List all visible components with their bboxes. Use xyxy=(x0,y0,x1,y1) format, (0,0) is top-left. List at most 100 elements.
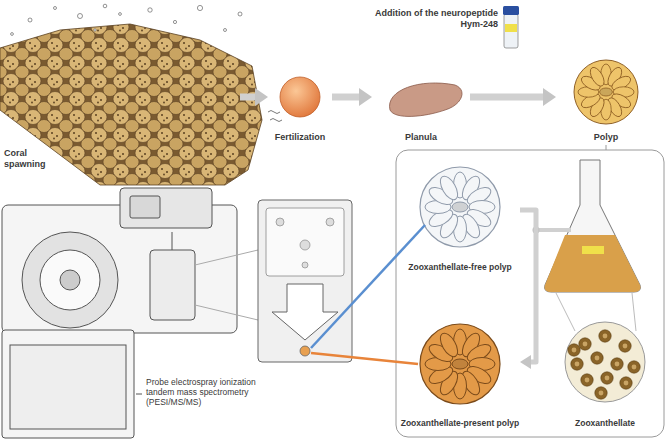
arrow-shaft xyxy=(520,210,536,362)
sperm xyxy=(268,111,280,114)
flask-glass xyxy=(545,160,641,292)
stage-label: Polyp xyxy=(556,132,656,143)
cell xyxy=(611,358,623,370)
guide-line xyxy=(195,305,258,320)
instrument-panel xyxy=(10,345,126,429)
flow-arrow xyxy=(240,88,268,106)
bubble xyxy=(173,20,176,23)
coral-colony xyxy=(0,24,262,185)
bubble xyxy=(238,12,242,16)
zoom-line xyxy=(632,293,636,331)
stage-node: Zooxanthellate-present polyp xyxy=(400,312,520,438)
cells xyxy=(568,330,640,399)
bubble xyxy=(54,7,57,10)
sperm xyxy=(268,111,282,122)
bubble xyxy=(28,18,32,22)
sample-plate xyxy=(258,200,352,362)
annotation-label: Addition of the neuropeptide Hym-248 xyxy=(368,8,498,30)
plate-hole xyxy=(302,262,308,268)
cell xyxy=(628,361,640,373)
bubble xyxy=(148,8,152,12)
guide-line xyxy=(195,250,258,265)
stage-label: Zooxanthellate xyxy=(548,418,662,428)
plate-hole xyxy=(276,218,284,226)
culture-flask xyxy=(545,160,641,292)
magnified-cells xyxy=(565,322,645,402)
spawn-bubbles xyxy=(11,4,242,35)
instrument-module xyxy=(130,196,160,218)
arrow-shaft xyxy=(332,94,363,101)
stage-node: Planula xyxy=(372,65,470,148)
ion-source-window xyxy=(40,250,100,310)
flow-arrow xyxy=(470,88,556,106)
bracket-line xyxy=(606,145,607,150)
bubble xyxy=(11,33,14,36)
cell xyxy=(620,377,632,389)
probe xyxy=(172,232,173,250)
bubble xyxy=(78,14,83,19)
cell xyxy=(581,374,593,386)
stage-node: Fertilization xyxy=(268,70,332,148)
flow-arrow xyxy=(520,210,536,369)
arrow-head xyxy=(520,355,531,369)
plate-body xyxy=(258,200,352,362)
free-sample-line xyxy=(311,225,425,348)
ion-source-housing xyxy=(22,232,118,328)
present-polyp-drawing xyxy=(420,324,500,404)
vial xyxy=(503,6,519,48)
mass-spectrometer xyxy=(2,188,237,438)
flow-arrow xyxy=(332,88,372,106)
bubble xyxy=(103,4,107,8)
bubble xyxy=(119,13,122,16)
stage-node: Probe electrospray ionization tandem mas… xyxy=(0,185,282,441)
flask-culture xyxy=(545,235,641,292)
cell xyxy=(591,352,603,364)
cell xyxy=(579,338,591,350)
cell xyxy=(599,330,611,342)
stage-node: Coral spawning xyxy=(0,0,240,185)
cell xyxy=(571,358,583,370)
polyp-drawing xyxy=(574,60,638,124)
stage-label: Fertilization xyxy=(268,132,332,143)
vial-cap xyxy=(503,6,519,15)
cell xyxy=(568,344,580,356)
stage-node: Zooxanthellate-free polyp xyxy=(400,152,520,282)
plate-hole xyxy=(300,240,310,250)
leader-line xyxy=(136,394,142,395)
stage-node: Polyp xyxy=(556,45,656,148)
arrow-head xyxy=(543,88,556,106)
egg xyxy=(280,77,320,117)
stage-label: Zooxanthellate-free polyp xyxy=(400,262,520,272)
plate-arrow xyxy=(272,284,338,340)
stage-node: Zooxanthellate xyxy=(548,312,662,438)
cell xyxy=(601,372,613,384)
vial-body xyxy=(504,14,518,48)
flask-link xyxy=(536,228,571,232)
present-sample-line xyxy=(311,353,418,364)
free-polyp-drawing xyxy=(420,167,500,247)
sample-well xyxy=(300,346,310,356)
bubble xyxy=(94,29,96,31)
arrow-shaft xyxy=(470,94,547,101)
instrument-base xyxy=(2,330,134,438)
bubble xyxy=(224,29,227,32)
sperm xyxy=(270,119,282,122)
arrow-head xyxy=(359,88,372,106)
stage-label: Zooxanthellate-present polyp xyxy=(400,418,520,428)
panel-outline xyxy=(396,150,664,437)
stage-label: Planula xyxy=(372,132,470,143)
ion-source xyxy=(60,270,80,290)
arrow-head xyxy=(255,88,268,106)
plate-upper xyxy=(266,208,344,276)
flask-label xyxy=(582,246,604,254)
planula-larva xyxy=(390,83,463,116)
sample-stage xyxy=(150,250,195,320)
cell xyxy=(619,340,631,352)
bubble xyxy=(197,5,202,10)
stage-label: Coral spawning xyxy=(4,148,60,170)
vial-label xyxy=(505,24,517,32)
instrument-module xyxy=(120,188,212,228)
